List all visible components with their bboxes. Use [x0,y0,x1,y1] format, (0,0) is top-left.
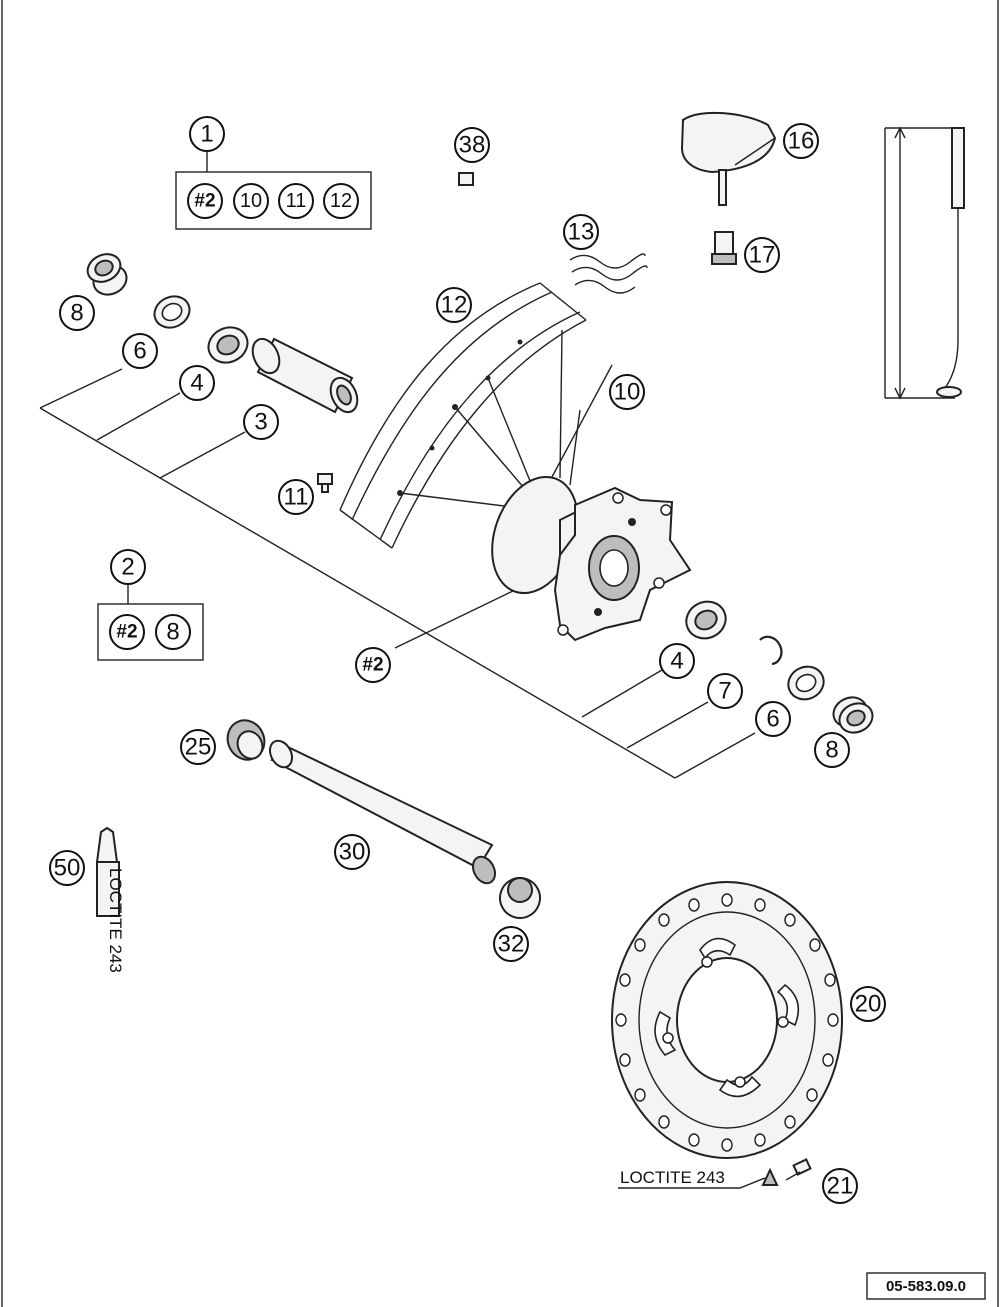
callout-7: 7 [707,673,743,709]
callout-6-left: 6 [122,333,158,369]
callout-kit1-11: 11 [278,183,314,219]
loctite-tube-50: LOCTITE 243 [95,826,125,973]
callout-13: 13 [563,214,599,250]
callout-4-left: 4 [179,365,215,401]
callout-2: 2 [110,549,146,585]
seal-ring-right [832,696,874,734]
spoke-nipple-11 [317,473,333,493]
hub [491,475,692,642]
svg-text:38: 38 [459,132,486,159]
callout-kit2-hash2: #2 [109,614,145,650]
svg-text:30: 30 [339,839,366,866]
tube-13 [569,253,648,294]
callout-21: 21 [822,1168,858,1204]
callout-3: 3 [243,404,279,440]
callout-1: 1 [189,116,225,152]
svg-text:10: 10 [240,190,262,212]
callout-kit2-8: 8 [155,614,191,650]
kit-2-box [97,603,204,661]
callout-32: 32 [493,926,529,962]
axle-nut-25 [226,719,266,761]
plug-38 [458,172,474,186]
disc-screw-21 [761,1158,812,1186]
callout-hub-hash2: #2 [355,647,391,683]
seal-ring-left [86,253,128,296]
leader-lines [39,368,756,779]
svg-text:7: 7 [718,678,731,705]
svg-text:20: 20 [855,991,882,1018]
callout-12: 12 [436,287,472,323]
brake-disc-20 [611,881,843,1159]
callout-6-right: 6 [755,701,791,737]
callout-8-right: 8 [814,732,850,768]
bearing-left [207,326,249,364]
svg-text:4: 4 [670,648,683,675]
svg-text:25: 25 [185,734,212,761]
svg-text:16: 16 [788,128,815,155]
svg-text:32: 32 [498,931,525,958]
callout-38: 38 [454,127,490,163]
callout-11: 11 [278,479,314,515]
seal-left [153,295,191,329]
svg-text:21: 21 [827,1173,854,1200]
svg-text:17: 17 [749,242,776,269]
seal-right [787,665,825,701]
drawing-number-stamp: 05-583.09.0 [866,1272,986,1300]
callout-kit1-10: 10 [233,183,269,219]
svg-text:8: 8 [70,300,83,327]
svg-text:1: 1 [200,121,213,148]
callout-kit1-hash2: #2 [187,183,223,219]
callout-8-left: 8 [59,295,95,331]
svg-text:8: 8 [825,737,838,764]
svg-text:4: 4 [190,370,203,397]
callout-10: 10 [609,374,645,410]
spokes [399,329,613,521]
kit-2-group: 2 #2 8 [97,549,204,661]
rim-lock-16 [680,111,777,206]
axle-nut-32 [499,877,541,919]
svg-text:2: 2 [121,554,134,581]
distance-sleeve [251,337,359,414]
callout-20: 20 [850,986,886,1022]
svg-text:6: 6 [766,706,779,733]
svg-text:6: 6 [133,338,146,365]
callout-30: 30 [334,834,370,870]
callout-25: 25 [180,729,216,765]
svg-text:11: 11 [284,484,309,511]
spoke-dimension [884,126,965,400]
callout-kit1-12: 12 [323,183,359,219]
drawing-number: 05-583.09.0 [886,1278,966,1295]
svg-text:8: 8 [166,619,179,646]
svg-text:#2: #2 [194,191,215,212]
circlip [759,635,783,666]
rim [339,282,587,549]
svg-text:3: 3 [254,409,267,436]
svg-text:13: 13 [568,219,595,246]
callout-16: 16 [783,123,819,159]
callout-17: 17 [744,237,780,273]
svg-text:LOCTITE 243: LOCTITE 243 [106,868,125,973]
svg-text:50: 50 [54,855,81,882]
loctite-leader [618,1177,766,1189]
callout-4-right: 4 [659,643,695,679]
kit-1-group: 1 #2 10 11 12 [175,116,372,230]
svg-text:12: 12 [330,190,352,212]
kit-1-box [175,171,372,230]
svg-text:#2: #2 [116,622,137,643]
callout-50: 50 [49,850,85,886]
loctite-note: LOCTITE 243 [620,1168,725,1187]
svg-text:#2: #2 [362,655,383,676]
svg-text:12: 12 [441,292,468,319]
svg-text:11: 11 [286,190,307,212]
nut-17 [711,231,737,265]
bearing-right [685,600,727,640]
axle-30 [268,739,497,885]
svg-text:10: 10 [614,379,641,406]
